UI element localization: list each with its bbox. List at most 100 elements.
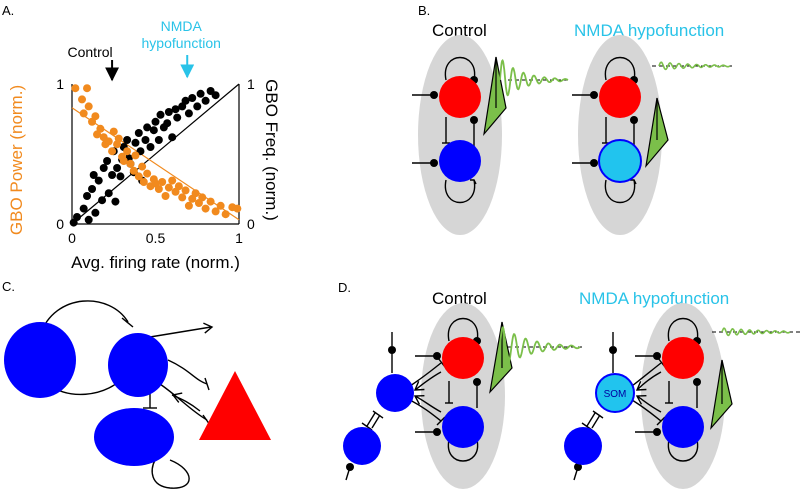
panel-b-nmda-title: NMDA hypofunction: [574, 21, 724, 40]
freq-point: [156, 110, 165, 119]
pyramidal-neuron: [439, 76, 481, 118]
power-point: [198, 193, 207, 202]
panel-d: D. Control NMDA hypofunction: [338, 280, 800, 489]
x-axis-title: Avg. firing rate (norm.): [71, 253, 240, 272]
power-point: [139, 178, 148, 186]
circuit-nmda: [572, 35, 732, 235]
pyramidal-neuron: [662, 337, 704, 379]
freq-point: [116, 172, 125, 181]
power-point: [164, 183, 173, 192]
som-interneuron: [376, 374, 414, 412]
power-point: [161, 192, 170, 200]
pyramidal-neuron: [599, 76, 641, 118]
panel-b: B. Control NMDA hypofunction: [412, 3, 732, 235]
power-point: [174, 182, 183, 191]
power-point: [158, 178, 167, 186]
freq-point: [88, 185, 97, 193]
power-point: [109, 127, 118, 136]
panel-a-label: A.: [2, 3, 14, 18]
circuit-control: [412, 35, 570, 235]
power-point: [178, 193, 187, 202]
freq-point: [211, 91, 220, 100]
pv-interneuron: [439, 140, 481, 182]
freq-point: [79, 204, 88, 213]
freq-point: [91, 208, 100, 217]
power-point: [216, 201, 225, 210]
freq-point: [84, 215, 93, 224]
power-point: [191, 189, 200, 198]
freq-point: [184, 109, 193, 118]
y-tick-label-left: 0: [56, 216, 64, 232]
som-interneuron-hypofunction: [595, 373, 635, 413]
power-point: [138, 162, 147, 171]
freq-point: [173, 113, 182, 122]
freq-point: [108, 171, 117, 179]
freq-point: [188, 94, 197, 102]
pv-interneuron: [442, 406, 484, 448]
freq-point: [113, 164, 122, 172]
power-point: [123, 147, 132, 156]
freq-point: [181, 96, 190, 105]
freq-point: [193, 102, 202, 111]
panel-d-label: D.: [338, 280, 351, 295]
interneuron-node: [4, 322, 76, 398]
freq-point: [143, 123, 152, 132]
x-tick-label: 1: [235, 230, 243, 246]
vip-interneuron: [564, 427, 602, 465]
freq-point: [131, 138, 140, 147]
cortical-column-oval: [641, 303, 725, 489]
power-point: [96, 124, 105, 133]
power-point: [131, 151, 140, 160]
freq-point: [94, 176, 103, 185]
power-point: [184, 201, 193, 210]
freq-point: [149, 126, 158, 135]
power-point: [129, 166, 138, 175]
freq-point: [196, 89, 205, 98]
freq-point: [168, 133, 177, 142]
power-point: [206, 197, 215, 206]
power-point: [83, 84, 92, 93]
power-point: [79, 109, 88, 118]
power-point: [104, 137, 113, 146]
gamma-oscillation-trace: [499, 326, 581, 365]
power-point: [91, 112, 100, 121]
pv-interneuron-hypofunction: [598, 139, 642, 183]
freq-point: [73, 213, 82, 221]
power-point: [221, 210, 230, 219]
vip-interneuron: [343, 427, 381, 465]
gamma-oscillation-trace: [658, 61, 731, 71]
freq-point: [98, 196, 107, 205]
power-point: [168, 176, 177, 185]
cortical-column-oval: [418, 35, 502, 235]
cortical-column-oval: [421, 303, 505, 489]
freq-point: [164, 108, 173, 116]
x-tick-label: 0.5: [146, 230, 166, 246]
freq-point: [154, 136, 163, 144]
power-point: [119, 157, 128, 165]
power-point: [84, 102, 93, 111]
freq-point: [123, 136, 132, 144]
freq-point: [89, 171, 98, 179]
power-point: [114, 134, 123, 143]
electrode-icon: [489, 321, 513, 394]
freq-point: [201, 96, 210, 105]
panel-c-label: C.: [2, 279, 15, 294]
x-tick-label: 0: [68, 230, 76, 246]
arrow-label-nmda-line1: NMDA: [161, 18, 203, 34]
freq-point: [103, 157, 112, 165]
power-point: [108, 147, 117, 156]
freq-point: [111, 197, 120, 206]
freq-point: [146, 143, 155, 151]
freq-point: [99, 164, 108, 172]
power-point: [134, 172, 143, 181]
pyramidal-neuron: [442, 337, 484, 379]
power-point: [201, 204, 210, 213]
pyramidal-triangle: [199, 371, 271, 440]
power-point: [154, 185, 163, 193]
freq-point: [104, 189, 113, 198]
freq-point: [171, 105, 180, 114]
arrow-label-control: Control: [68, 44, 113, 60]
